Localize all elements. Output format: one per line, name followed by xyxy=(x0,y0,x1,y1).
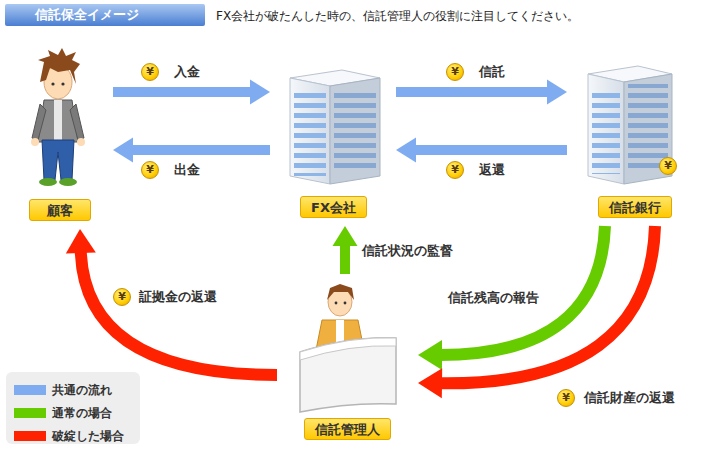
edge-label: 信託残高の報告 xyxy=(446,289,541,307)
legend-row: 破綻した場合 xyxy=(6,428,140,444)
flow-arrow xyxy=(340,244,350,274)
building xyxy=(290,70,380,184)
node-box: 信託銀行 xyxy=(575,58,695,218)
edge-label: 信託状況の監督 xyxy=(360,242,455,260)
arrow-head xyxy=(113,138,133,163)
edge-label: 信託 xyxy=(477,63,507,81)
arrow-head xyxy=(418,368,442,398)
yen-coin: ¥ xyxy=(557,389,575,407)
yen-coin: ¥ xyxy=(141,63,159,81)
legend: 共通の流れ通常の場合破綻した場合 xyxy=(6,372,140,444)
edge-label: 入金 xyxy=(172,63,202,81)
customer-figure xyxy=(31,48,85,186)
manager-figure xyxy=(300,284,396,412)
caption: FX会社が破たんした時の、信託管理人の役割に注目してください。 xyxy=(216,8,579,25)
edge-label: 出金 xyxy=(172,161,202,179)
legend-swatch xyxy=(14,431,46,441)
node-label: 顧客 xyxy=(29,199,91,221)
legend-swatch xyxy=(14,385,46,395)
node-label: FX会社 xyxy=(300,196,367,218)
legend-text: 通常の場合 xyxy=(52,405,112,421)
title: 信託保全イメージ xyxy=(35,4,139,26)
edge-label: 信託財産の返還 xyxy=(582,389,677,407)
flow-arrow xyxy=(440,226,655,383)
edge-label: 証拠金の返還 xyxy=(137,288,219,306)
legend-swatch xyxy=(14,408,46,418)
flow-arrow xyxy=(396,87,549,97)
yen-coin: ¥ xyxy=(446,161,464,179)
node-box: 顧客 xyxy=(15,45,105,221)
arrow-head xyxy=(250,80,270,105)
yen-coin: ¥ xyxy=(113,288,131,306)
flow-arrow xyxy=(131,145,270,155)
title-bar: 信託保全イメージ xyxy=(5,4,205,26)
node-label: 信託管理人 xyxy=(304,418,391,440)
node-box: FX会社 xyxy=(278,62,388,218)
flow-arrow xyxy=(440,226,605,355)
node-box: 信託管理人 xyxy=(285,282,410,440)
arrow-head xyxy=(66,229,96,253)
legend-text: 共通の流れ xyxy=(52,382,112,398)
node-label: 信託銀行 xyxy=(598,196,672,218)
flow-arrow xyxy=(81,251,277,375)
arrow-head xyxy=(547,80,567,105)
arrow-head xyxy=(333,226,358,246)
arrow-head xyxy=(396,138,416,163)
yen-coin: ¥ xyxy=(446,63,464,81)
edge-label: 返還 xyxy=(477,161,507,179)
arrow-head xyxy=(418,340,442,370)
legend-text: 破綻した場合 xyxy=(52,428,124,444)
legend-row: 通常の場合 xyxy=(6,405,140,421)
legend-row: 共通の流れ xyxy=(6,382,140,398)
flow-arrow xyxy=(414,145,567,155)
yen-coin: ¥ xyxy=(141,161,159,179)
flow-arrow xyxy=(113,87,252,97)
yen-coin: ¥ xyxy=(659,157,677,175)
